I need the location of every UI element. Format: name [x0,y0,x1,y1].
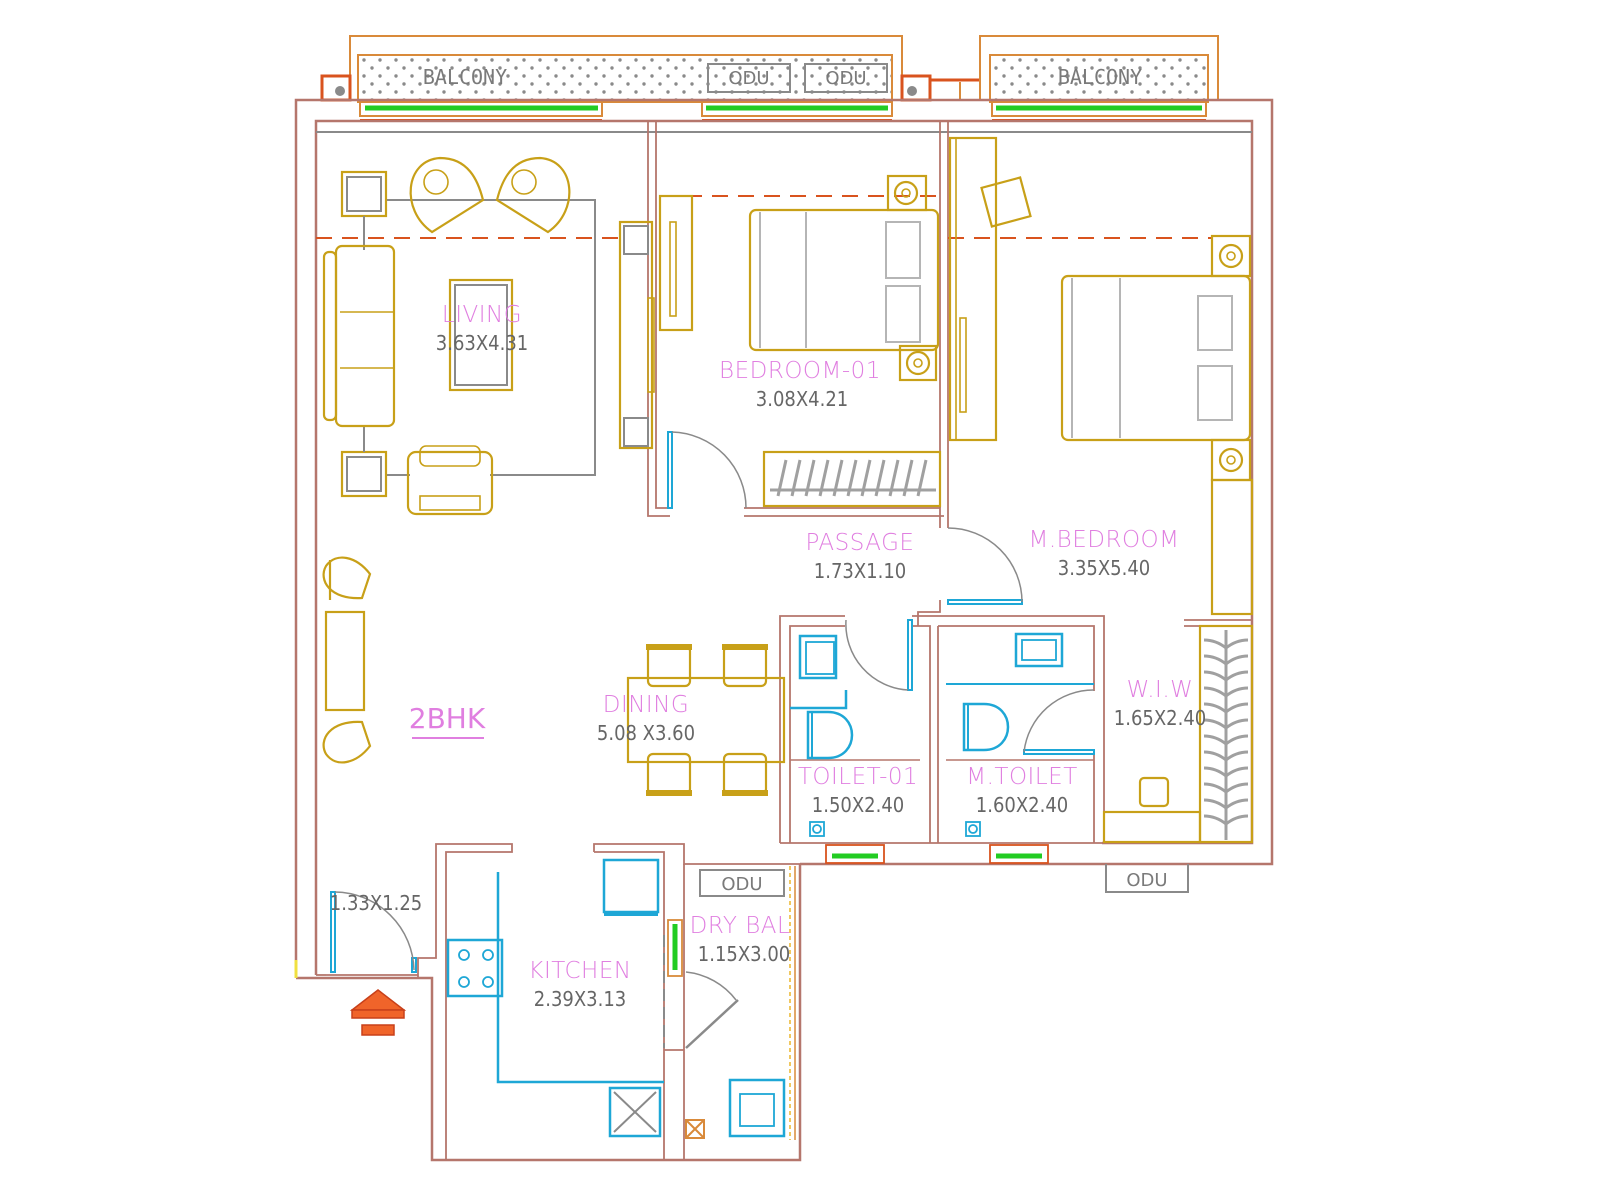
doors[interactable] [330,431,1095,1049]
room-name: LIVING [442,302,522,328]
room-bedroom-01: BEDROOM-01 3.08X4.21 [719,358,881,411]
room-name: W.I.W [1127,677,1194,703]
room-toilet-01: TOILET-01 1.50X2.40 [798,764,918,817]
double-bed-icon [748,208,940,352]
dining-furniture [322,556,786,796]
bedside-lamp-icon [1210,234,1252,278]
exterior-walls [294,98,1274,1162]
gas-stove-icon [446,938,504,998]
toilet-fixtures [790,632,1094,837]
balcony-label: BALCONY [1058,65,1142,89]
room-dimension: 1.15X3.00 [698,942,790,966]
odu-unit [699,869,785,897]
room-dry-balcony: DRY BAL 1.15X3.00 [690,913,791,966]
room-dimension: 1.73X1.10 [814,559,906,583]
odu-label: ODU [825,68,866,89]
kitchen-sink-icon [608,1086,662,1138]
room-name: PASSAGE [806,530,915,556]
toilet-icon [962,702,1010,752]
room-name: DINING [603,692,690,718]
bedside-lamp-icon [898,344,938,382]
balcony-label: BALCONY [423,65,507,89]
balcony-left: BALCONY ODU ODU [320,35,980,121]
odu-unit [1105,864,1189,893]
toilet-icon [806,710,854,760]
bedside-lamp-icon [886,174,928,212]
room-dimension: 1.50X2.40 [812,793,904,817]
washing-machine-icon [728,1078,786,1138]
room-wiw: W.I.W 1.65X2.40 [1114,677,1206,730]
odu-label: ODU [1126,870,1167,891]
plan-title: 2BHK [409,702,486,739]
washbasin-icon [946,632,1094,685]
interior-walls [326,121,1252,1160]
room-master-bedroom: M.BEDROOM 3.35X5.40 [1029,527,1180,580]
room-dimension: 3.63X4.31 [436,331,528,355]
room-dimension: 3.08X4.21 [756,387,848,411]
odu-label: ODU [728,68,769,89]
refrigerator-icon [602,858,660,916]
bedroom1-furniture [658,174,942,508]
entry-arrow-icon [349,989,407,1036]
room-dimension: 2.39X3.13 [534,987,626,1011]
room-name: BEDROOM-01 [719,358,881,384]
room-dining: DINING 5.08 X3.60 [597,692,695,745]
bedside-lamp-icon [1210,438,1252,482]
wardrobe-hangers-icon [762,450,942,508]
room-name: M.TOILET [966,764,1078,790]
kitchen-fixtures [446,858,786,1139]
wardrobe-hangers-icon [1198,624,1254,844]
washbasin-icon [790,634,848,710]
balcony-right: BALCONY [979,35,1219,121]
room-name: DRY BAL [690,913,791,939]
room-dimension: 1.60X2.40 [976,793,1068,817]
room-kitchen: KITCHEN 2.39X3.13 [528,958,631,1011]
room-name: M.BEDROOM [1029,527,1180,553]
sofa-icon [322,244,396,428]
odu-label: ODU [721,874,762,895]
room-foyer: 1.33X1.25 [330,891,422,915]
room-labels: LIVING 3.63X4.31 BEDROOM-01 3.08X4.21 PA… [330,302,1206,1011]
room-dimension: 1.65X2.40 [1114,706,1206,730]
master-bedroom-furniture [948,136,1254,844]
room-passage: PASSAGE 1.73X1.10 [806,530,915,583]
room-name: KITCHEN [528,958,631,984]
room-dimension: 5.08 X3.60 [597,721,695,745]
room-dimension: 3.35X5.40 [1058,556,1150,580]
plan-type-label: 2BHK [409,702,486,735]
double-bed-icon [1060,274,1252,442]
room-master-toilet: M.TOILET 1.60X2.40 [966,764,1078,817]
room-name: TOILET-01 [798,764,918,790]
living-furniture [322,156,655,516]
room-dimension: 1.33X1.25 [330,891,422,915]
room-living: LIVING 3.63X4.31 [436,302,528,355]
